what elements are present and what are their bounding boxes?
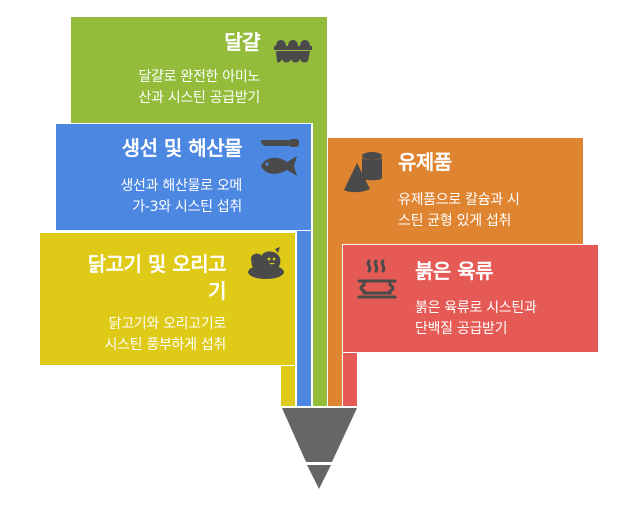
eggs-strip — [313, 122, 327, 406]
red-meat-description: 붉은 육류로 시스틴과 단백질 공급받기 — [415, 300, 537, 337]
poultry-strip — [281, 365, 295, 406]
poultry-description: 닭고기와 오리고기로 시스틴 풍부하게 섭취 — [104, 316, 226, 353]
funnel-tip — [307, 465, 331, 489]
eggs-description: 달걀로 완전한 아미노 산과 시스틴 공급받기 — [138, 69, 260, 106]
roast-chicken-icon — [248, 247, 284, 279]
dairy-strip — [328, 243, 342, 406]
steaming-pot-icon — [357, 259, 397, 299]
poultry-title: 닭고기 및 오리고 기 — [87, 252, 227, 303]
red-meat-strip — [343, 352, 357, 406]
seafood-description: 생선과 해산물로 오메 가-3와 시스틴 섭취 — [120, 178, 242, 215]
red-meat-title: 붉은 육류 — [415, 259, 494, 283]
funnel-upper — [282, 408, 357, 462]
seafood-title: 생선 및 해산물 — [121, 136, 243, 160]
fish-knife-icon — [261, 139, 299, 176]
dairy-title: 유제품 — [398, 150, 452, 174]
seafood-strip — [297, 230, 311, 406]
red-meat-card: 붉은 육류 붉은 육류로 시스틴과 단백질 공급받기 — [342, 244, 599, 353]
dairy-card: 유제품 유제품으로 칼슘과 시 스틴 균형 있게 섭취 — [328, 138, 583, 244]
cheese-shapes-icon — [344, 152, 382, 193]
eggs-card: 달걀 달걀로 완전한 아미노 산과 시스틴 공급받기 — [71, 17, 327, 123]
egg-carton-icon — [274, 40, 312, 63]
seafood-card: 생선 및 해산물 생선과 해산물로 오메 가-3와 시스틴 섭취 — [55, 123, 312, 231]
dairy-description: 유제품으로 칼슘과 시 스틴 균형 있게 섭취 — [398, 192, 520, 229]
poultry-card: 닭고기 및 오리고 기 닭고기와 오리고기로 시스틴 풍부하게 섭취 — [39, 232, 296, 366]
eggs-title: 달걀 — [224, 30, 260, 54]
